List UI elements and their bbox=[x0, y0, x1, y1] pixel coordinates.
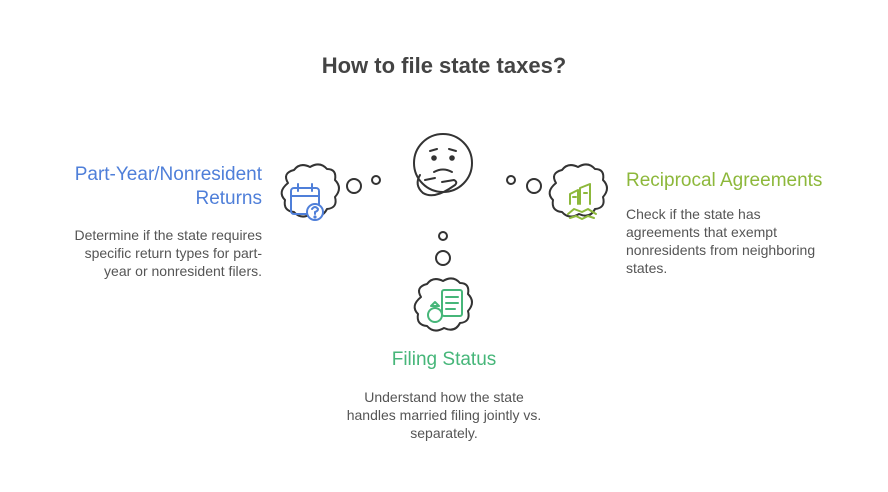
bottom-desc-line-3: separately. bbox=[410, 425, 478, 441]
thinking-face-icon bbox=[413, 133, 473, 197]
handshake-building-icon bbox=[567, 183, 597, 220]
thought-dot-right-small bbox=[506, 175, 516, 185]
bottom-desc-line-2: handles married filing jointly vs. bbox=[346, 407, 542, 423]
right-desc-line-1: Check if the state has bbox=[626, 206, 761, 222]
right-desc-line-3: nonresidents from neighboring bbox=[626, 242, 816, 258]
bottom-desc-line-1: Understand how the state bbox=[364, 389, 524, 405]
left-heading-line-2: Returns bbox=[195, 188, 262, 209]
left-desc-line-1: Determine if the state requires bbox=[74, 227, 262, 243]
thought-dot-left-large bbox=[346, 178, 362, 194]
bottom-heading-line-1: Filing Status bbox=[391, 349, 497, 370]
right-desc-line-2: agreements that exempt bbox=[626, 224, 777, 240]
thought-dot-left-small bbox=[371, 175, 381, 185]
page-title: How to file state taxes? bbox=[321, 53, 567, 78]
right-cloud bbox=[548, 163, 608, 220]
left-desc-line-3: year or nonresident filers. bbox=[104, 263, 262, 279]
left-description: Determine if the state requires specific… bbox=[42, 226, 262, 280]
right-heading: Reciprocal Agreements bbox=[626, 169, 866, 193]
bottom-heading: Filing Status bbox=[294, 348, 594, 372]
thought-dot-right-large bbox=[526, 178, 542, 194]
ring-document-icon bbox=[427, 289, 463, 323]
left-desc-line-2: specific return types for part- bbox=[84, 245, 262, 261]
bottom-cloud bbox=[413, 277, 473, 332]
thought-dot-bottom-small bbox=[438, 231, 448, 241]
right-heading-line-1: Reciprocal Agreements bbox=[626, 170, 823, 191]
bottom-description: Understand how the state handles married… bbox=[314, 388, 574, 442]
left-cloud bbox=[280, 163, 340, 221]
thought-dot-bottom-large bbox=[435, 250, 451, 266]
right-description: Check if the state has agreements that e… bbox=[626, 205, 846, 277]
calendar-question-icon bbox=[290, 183, 324, 221]
right-desc-line-4: states. bbox=[626, 260, 668, 276]
left-heading-line-1: Part-Year/Nonresident bbox=[74, 164, 262, 185]
left-heading: Part-Year/Nonresident Returns bbox=[22, 163, 262, 211]
